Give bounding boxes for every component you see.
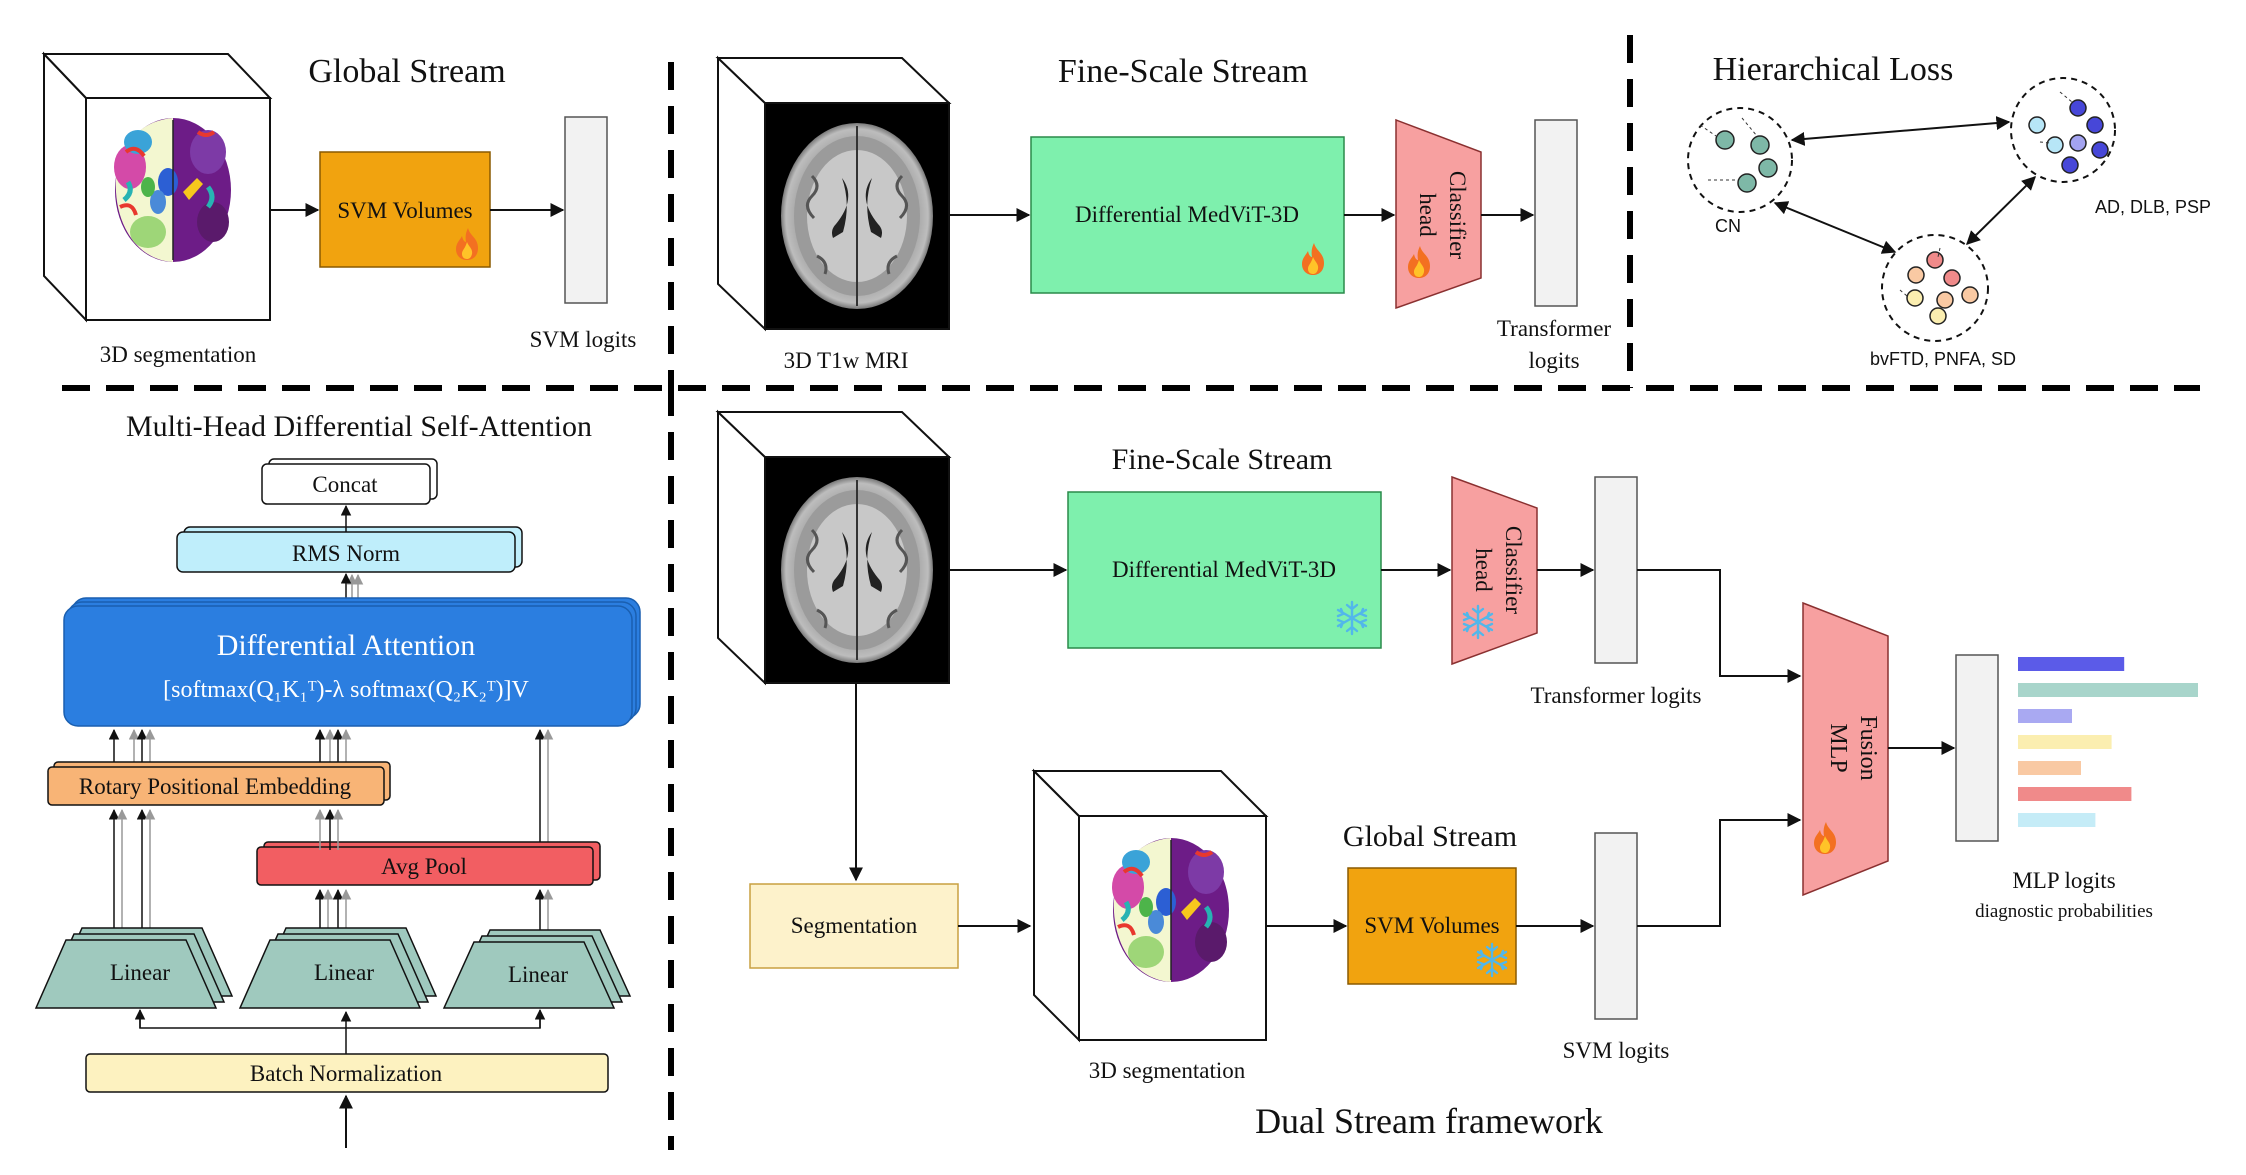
probability-bar <box>2018 735 2112 749</box>
cluster-cn-label: CN <box>1715 216 1741 236</box>
transformer-logits-label-top-1: Transformer <box>1497 316 1611 341</box>
mri-volume-top <box>715 55 952 332</box>
medvit-box-bottom <box>1067 491 1382 649</box>
cluster-ad-label: AD, DLB, PSP <box>2095 197 2211 217</box>
probability-bar <box>2018 657 2125 671</box>
cluster-ad <box>2010 77 2116 183</box>
avg-pool-box <box>256 846 594 886</box>
mri-volume-bottom <box>715 409 952 686</box>
cluster-cn <box>1687 107 1793 213</box>
diagnostic-probabilities-label: diagnostic probabilities <box>1975 901 2153 922</box>
probability-bar <box>2018 683 2198 697</box>
classifier-label-top-2: head <box>1415 193 1440 237</box>
transformer-logits-label-top-2: logits <box>1528 348 1579 373</box>
arrow-ad-ftd <box>1966 176 2036 245</box>
attention-block: Multi-Head Differential Self-Attention C… <box>34 410 641 1148</box>
svm-logits-bar-top <box>564 116 608 304</box>
svm-volumes-box-bottom <box>1347 867 1517 985</box>
fusion-label-2: MLP <box>1825 723 1851 772</box>
svm-volumes-label-top: SVM Volumes <box>337 198 472 223</box>
avg-pool-label: Avg Pool <box>381 854 467 879</box>
segmentation-label: Segmentation <box>791 913 918 938</box>
classifier-label-top-1: Classifier <box>1445 171 1470 259</box>
mlp-logits-bar <box>1955 654 1999 842</box>
classifier-label-bottom-1: Classifier <box>1501 526 1526 614</box>
svm-logits-label-top: SVM logits <box>530 327 637 352</box>
batch-norm-box <box>85 1053 609 1093</box>
linear-q: Linear <box>34 927 234 1009</box>
svm-logits-label-bottom: SVM logits <box>1563 1038 1670 1063</box>
differential-attention-title: Differential Attention <box>217 629 476 662</box>
concat-label: Concat <box>312 472 378 497</box>
global-stream-title: Global Stream <box>308 53 505 90</box>
mlp-logits-label: MLP logits <box>2012 868 2115 893</box>
probability-bar <box>2018 787 2132 801</box>
fine-scale-stream-top: Fine-Scale Stream 3D T1w MRI Differentia… <box>715 53 1611 373</box>
linear-k: Linear <box>238 927 438 1009</box>
mri-label-top: 3D T1w MRI <box>784 348 909 373</box>
differential-attention-box <box>63 605 633 727</box>
segmentation-label-bottom: 3D segmentation <box>1089 1058 1246 1083</box>
classifier-label-bottom-2: head <box>1471 548 1496 592</box>
medvit-label-top: Differential MedViT-3D <box>1075 202 1299 227</box>
medvit-label-bottom: Differential MedViT-3D <box>1112 557 1336 582</box>
section-dividers <box>62 35 2200 1150</box>
rms-norm-label: RMS Norm <box>292 541 400 566</box>
linear-v: Linear <box>442 929 632 1009</box>
arrow-cn-ad <box>1790 116 2011 146</box>
fine-scale-title-bottom: Fine-Scale Stream <box>1112 443 1333 476</box>
arrow-cn-ftd <box>1773 201 1897 254</box>
fusion-mlp <box>1802 601 1889 897</box>
concat-box <box>261 463 431 505</box>
segmentation-volume-top <box>41 51 273 323</box>
hierarchical-loss: Hierarchical Loss CN AD, DLB, PSP bvFTD,… <box>1687 51 2211 369</box>
probability-bars <box>2018 657 2198 827</box>
rope-box <box>47 766 385 806</box>
probability-bar <box>2018 813 2096 827</box>
probability-bar <box>2018 709 2072 723</box>
cluster-ftd <box>1881 234 1989 342</box>
rope-label: Rotary Positional Embedding <box>79 774 352 799</box>
global-stream-top: Global Stream 3D segmentation SVM Volume… <box>41 51 637 367</box>
global-stream-title-bottom: Global Stream <box>1343 820 1517 853</box>
linear-label-q: Linear <box>110 960 170 985</box>
linear-label-v: Linear <box>508 962 568 987</box>
hierarchical-loss-title: Hierarchical Loss <box>1713 51 1954 88</box>
segmentation-box <box>749 883 959 969</box>
probability-bar <box>2018 761 2081 775</box>
cluster-ftd-label: bvFTD, PNFA, SD <box>1870 349 2016 369</box>
fine-scale-title-top: Fine-Scale Stream <box>1058 53 1308 90</box>
dual-stream-caption: Dual Stream framework <box>1255 1101 1603 1141</box>
classifier-head-bottom <box>1451 475 1538 666</box>
linear-label-k: Linear <box>314 960 374 985</box>
transformer-logits-bar-top <box>1534 119 1578 307</box>
differential-attention-formula: [softmax(Q₁K₁ᵀ)-λ softmax(Q₂K₂ᵀ)]V <box>163 677 529 703</box>
dual-stream-framework: Fine-Scale Stream Differential MedViT-3D… <box>715 409 2198 1141</box>
svm-logits-bar-bottom <box>1594 832 1638 1020</box>
segmentation-volume-bottom <box>1031 768 1269 1043</box>
batch-norm-label: Batch Normalization <box>250 1061 443 1086</box>
svm-volumes-label-bottom: SVM Volumes <box>1364 913 1499 938</box>
medvit-box-top <box>1030 136 1345 294</box>
fusion-label-1: Fusion <box>1855 715 1881 780</box>
transformer-logits-bar-bottom <box>1594 476 1638 664</box>
transformer-logits-label-bottom: Transformer logits <box>1530 683 1701 708</box>
attention-title: Multi-Head Differential Self-Attention <box>126 410 592 443</box>
segmentation-label-top: 3D segmentation <box>100 342 257 367</box>
